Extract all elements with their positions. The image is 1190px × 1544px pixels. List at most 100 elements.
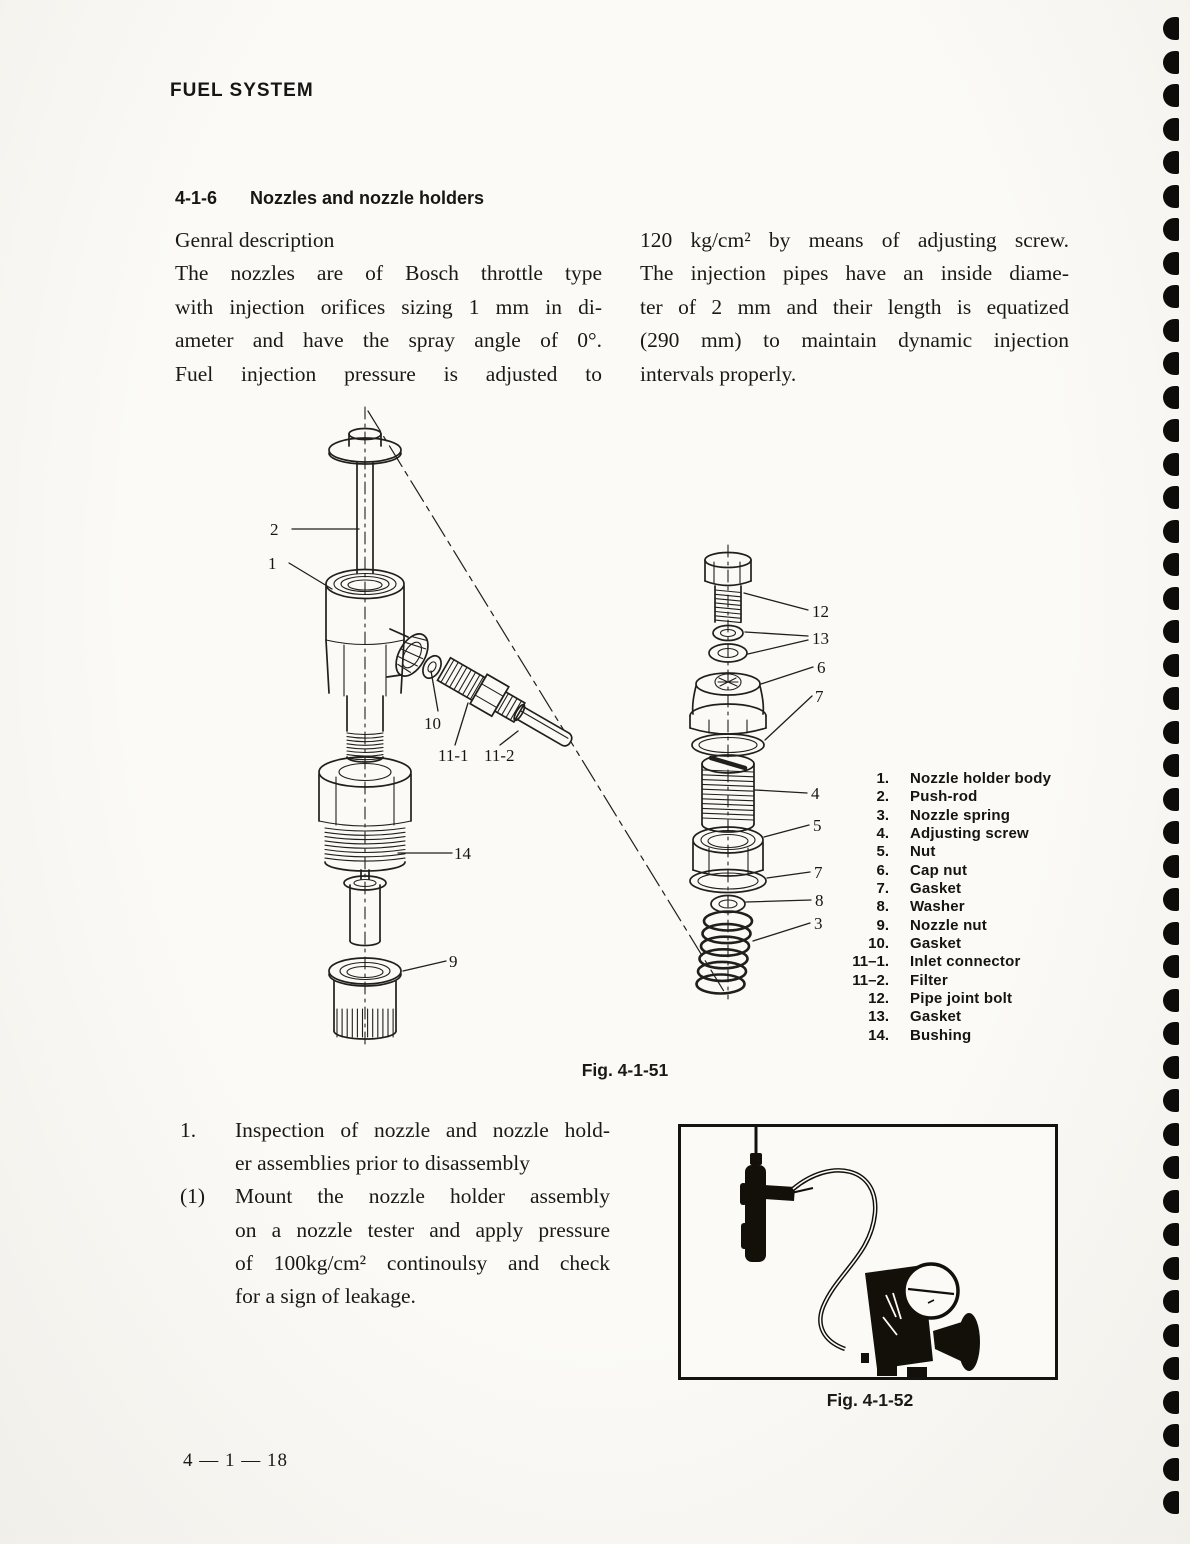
binding-mark [1163, 553, 1179, 576]
text-line: Fuel injection pressure is adjusted to [175, 361, 602, 386]
nut-knurling [336, 1008, 394, 1038]
part-name: Filter [910, 971, 948, 989]
part-number: 2. [876, 788, 889, 806]
binding-mark [1163, 486, 1179, 509]
callout-9: 9 [449, 952, 458, 971]
binding-mark [1163, 1323, 1179, 1347]
part-name: Adjusting screw [910, 825, 1029, 843]
binding-mark [1163, 1491, 1179, 1514]
section-number: 4-1-6 [175, 188, 218, 208]
part-name: Pipe joint bolt [910, 990, 1013, 1008]
binding-mark [1163, 1457, 1179, 1481]
parts-list-row: 9. Nozzle nut [845, 917, 1145, 935]
text-line: Genral description [175, 228, 335, 252]
text-line: Mount the nozzle holder assembly [235, 1184, 610, 1209]
parts-list-row: 4.Adjusting screw [845, 825, 1145, 843]
nut5-drawing [692, 826, 764, 877]
part-name: Bushing [910, 1026, 972, 1044]
callout-3: 3 [814, 914, 823, 933]
text-line: for a sign of leakage. [235, 1284, 416, 1309]
binding-mark [1163, 821, 1179, 844]
text-line: (290 mm) to maintain dynamic injection [640, 328, 1069, 353]
callout-6: 6 [817, 658, 826, 677]
part-name: Inlet connector [910, 953, 1021, 971]
part-name: Nozzle spring [910, 806, 1011, 824]
stem-threads [346, 732, 384, 761]
parts-list-row: 1.Nozzle holder body [845, 770, 1145, 788]
list-marker: 1. [180, 1118, 197, 1142]
binding-mark [1163, 218, 1179, 241]
part-name: Nozzle nut [910, 916, 987, 934]
text-line: ameter and have the spray angle of 0°. [175, 328, 602, 353]
nozzle-holder-body-drawing [325, 568, 429, 763]
horn-silhouette [933, 1321, 965, 1363]
inspection-text: Inspection of nozzle and nozzle hold-er … [235, 1114, 610, 1180]
binding-mark [1163, 1223, 1179, 1246]
gaskets13-drawing [708, 624, 748, 663]
binding-mark [1163, 921, 1179, 945]
text-line: with injection orifices sizing 1 mm in d… [175, 294, 602, 319]
bushing-drawing [318, 756, 412, 872]
part-name: Push-rod [910, 788, 978, 806]
binding-mark [1163, 687, 1179, 710]
callout-7a: 7 [815, 687, 824, 706]
section-title: Nozzles and nozzle holders [250, 188, 485, 208]
binding-mark [1163, 586, 1179, 610]
binding-mark [1163, 17, 1179, 40]
binding-mark [1163, 1122, 1179, 1146]
parts-list-row: 11–1.Inlet connector [845, 953, 1145, 971]
callout-7b: 7 [814, 863, 823, 882]
binding-mark [1163, 888, 1179, 911]
inlet-connector-filter-drawing [436, 656, 573, 747]
binding-mark [1163, 318, 1179, 342]
binding-mark [1163, 787, 1179, 811]
binding-mark [1163, 151, 1179, 174]
part-number: 3. [876, 806, 889, 824]
text-line: Inspection of nozzle and nozzle hold- [235, 1118, 610, 1142]
text-line: on a nozzle tester and apply pressure [235, 1217, 610, 1242]
binding-marks [1150, 0, 1190, 1544]
binding-mark [1163, 1357, 1179, 1380]
binding-mark [1163, 1189, 1179, 1213]
gauge-needle [907, 1287, 955, 1296]
page-number: 4 — 1 — 18 [183, 1450, 288, 1471]
parts-list-row: 7.Gasket [845, 880, 1145, 898]
connector-silhouette [764, 1185, 795, 1201]
page-header: FUEL SYSTEM [170, 80, 314, 101]
text-line: er assemblies prior to disassembly [235, 1151, 530, 1176]
part-number: 9. [876, 916, 889, 934]
binding-mark [1163, 251, 1179, 275]
inspection-text: Mount the nozzle holder assembly on a noz… [235, 1180, 610, 1313]
part-name: Gasket [910, 935, 962, 953]
part-number: 1. [876, 770, 889, 787]
callout-11-2: 11-2 [484, 746, 515, 765]
binding-mark [1163, 620, 1179, 643]
parts-list-row: 12. Pipe joint bolt [845, 990, 1145, 1008]
parts-list-row: 3. Nozzle spring [845, 807, 1145, 825]
part-name: Gasket [910, 880, 962, 898]
adjusting-screw-drawing [701, 754, 755, 833]
binding-mark [1163, 1290, 1179, 1313]
figure2-caption: Fig. 4-1-52 [826, 1390, 914, 1410]
callout-2: 2 [270, 520, 279, 539]
binding-mark [1163, 754, 1179, 777]
binding-mark [1163, 184, 1179, 208]
parts-list-row: 6.Cap nut [845, 862, 1145, 880]
binding-mark [1163, 1156, 1179, 1179]
callout-14: 14 [454, 844, 472, 863]
binding-mark [1163, 854, 1179, 878]
section-heading: 4-1-6 Nozzles and nozzle holders [175, 188, 484, 209]
binding-mark [1163, 452, 1179, 476]
gasket10-drawing [422, 654, 442, 680]
part-number: 12. [868, 990, 889, 1008]
parts-list-row: 10.Gasket [845, 935, 1145, 953]
bushing-threads [324, 827, 406, 862]
parts-list-row: 8.Washer [845, 898, 1145, 916]
binding-mark [1163, 1055, 1179, 1079]
gasket7a-drawing [691, 733, 765, 757]
inspection-item: 1. Inspection of nozzle and nozzle hold-e… [180, 1114, 610, 1180]
part-number: 6. [876, 861, 889, 879]
inspection-list: 1. Inspection of nozzle and nozzle hold-e… [180, 1114, 610, 1313]
